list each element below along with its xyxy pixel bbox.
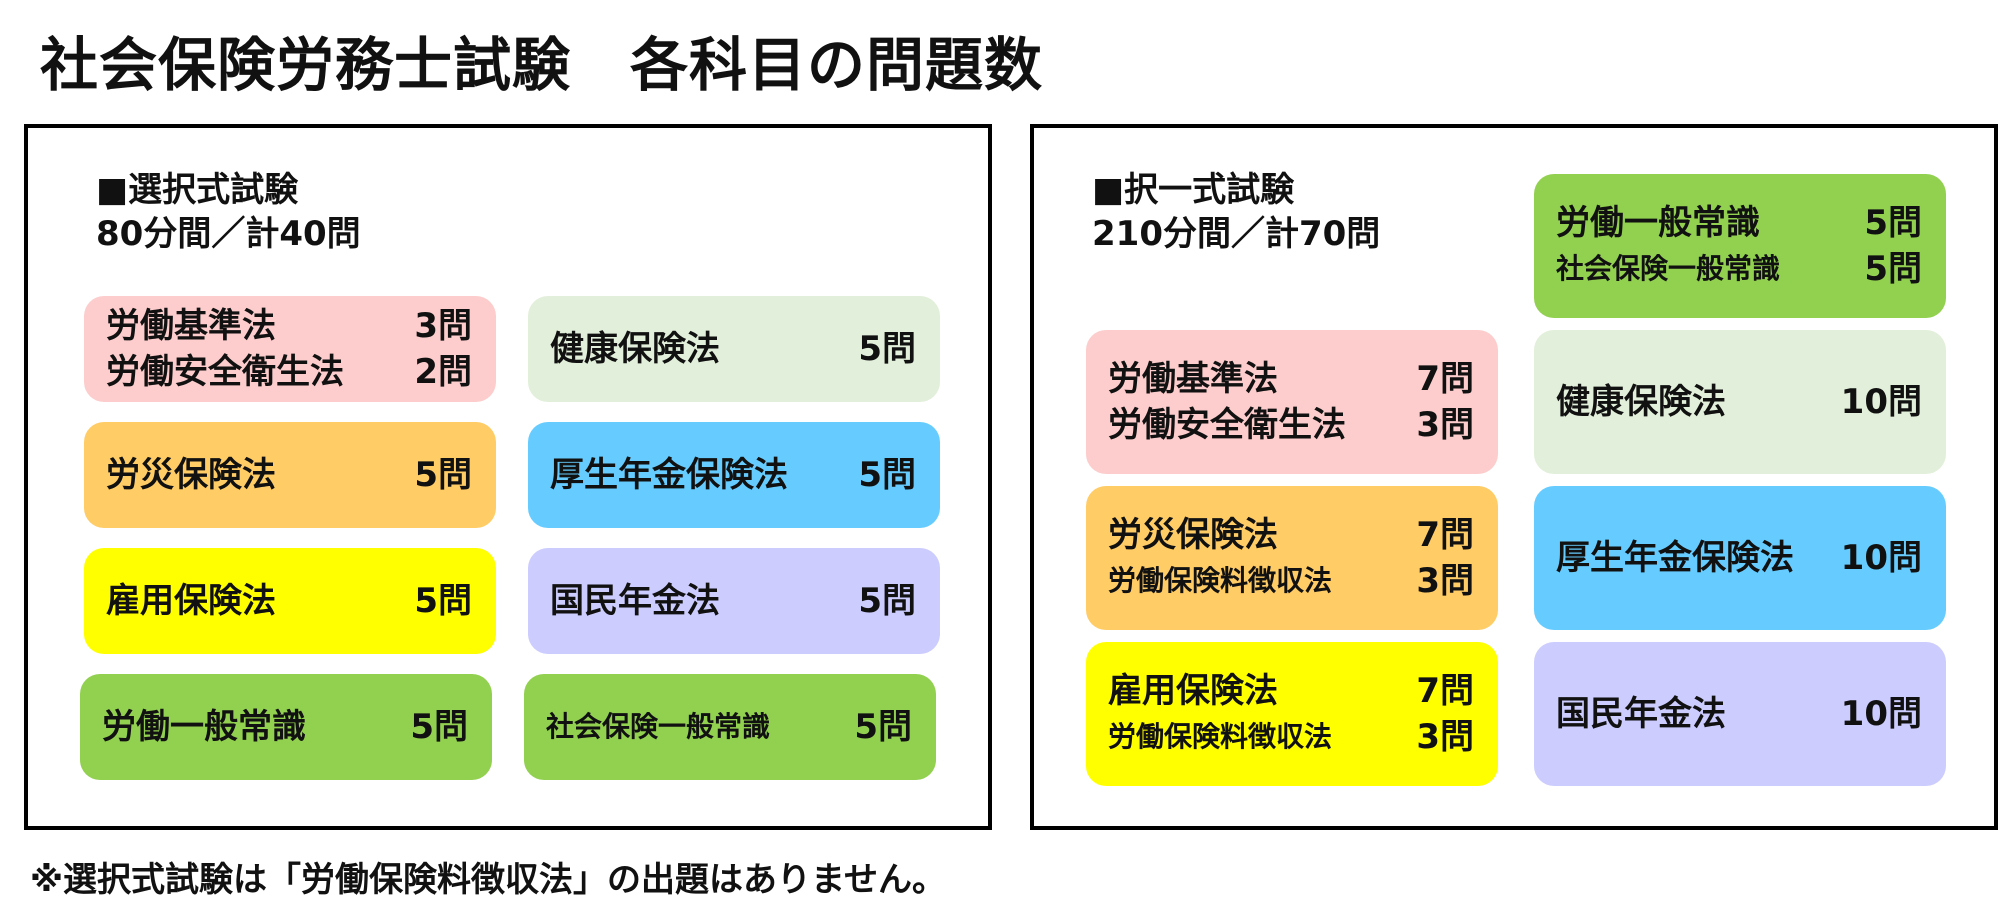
multiple-choice-box-health-insurance: 健康保険法 10問: [1534, 330, 1946, 474]
question-count: 5問: [1864, 249, 1922, 289]
question-count: 7問: [1416, 671, 1474, 711]
subject-label: 労働保険料徴収法: [1108, 564, 1333, 597]
subject-label: 国民年金法: [550, 581, 720, 621]
question-count: 5問: [858, 329, 916, 369]
selective-exam-time-total: 80分間／計40問: [96, 214, 361, 254]
subject-label: 雇用保険法: [106, 581, 276, 621]
selective-box-employee-pension: 厚生年金保険法 5問: [528, 422, 940, 528]
multiple-choice-box-workers-comp: 労災保険法 7問 労働保険料徴収法 3問: [1086, 486, 1498, 630]
multiple-choice-box-labor-standards: 労働基準法 7問 労働安全衛生法 3問: [1086, 330, 1498, 474]
subject-label: 社会保険一般常識: [546, 710, 771, 743]
question-count: 10問: [1840, 538, 1922, 578]
subject-label: 労災保険法: [106, 455, 276, 495]
subject-label: 国民年金法: [1556, 694, 1726, 734]
subject-label: 厚生年金保険法: [550, 455, 788, 495]
question-count: 7問: [1416, 515, 1474, 555]
selective-box-social-insurance-general: 社会保険一般常識 5問: [524, 674, 936, 780]
question-count: 5問: [1864, 203, 1922, 243]
subject-label: 労災保険法: [1108, 515, 1278, 555]
question-count: 5問: [854, 707, 912, 747]
selective-box-health-insurance: 健康保険法 5問: [528, 296, 940, 402]
subject-label: 社会保険一般常識: [1556, 252, 1781, 285]
question-count: 3問: [414, 306, 472, 346]
question-count: 3問: [1416, 405, 1474, 445]
selective-box-employment-insurance: 雇用保険法 5問: [84, 548, 496, 654]
question-count: 5問: [410, 707, 468, 747]
selective-exam-header: ■選択式試験 80分間／計40問: [96, 168, 361, 256]
multiple-choice-exam-panel: ■択一式試験 210分間／計70問 労働一般常識 5問 社会保険一般常識 5問 労働…: [1030, 124, 1998, 830]
selective-exam-heading: ■選択式試験: [96, 170, 299, 210]
question-count: 2問: [414, 352, 472, 392]
multiple-choice-exam-header: ■択一式試験 210分間／計70問: [1092, 168, 1380, 256]
subject-label: 労働一般常識: [102, 707, 306, 747]
multiple-choice-box-national-pension: 国民年金法 10問: [1534, 642, 1946, 786]
question-count: 5問: [414, 581, 472, 621]
multiple-choice-box-general-knowledge: 労働一般常識 5問 社会保険一般常識 5問: [1534, 174, 1946, 318]
multiple-choice-box-employee-pension: 厚生年金保険法 10問: [1534, 486, 1946, 630]
selective-box-labor-general: 労働一般常識 5問: [80, 674, 492, 780]
subject-label: 労働一般常識: [1556, 203, 1760, 243]
question-count: 5問: [858, 455, 916, 495]
subject-label: 雇用保険法: [1108, 671, 1278, 711]
subject-label: 労働保険料徴収法: [1108, 720, 1333, 753]
selective-exam-panel: ■選択式試験 80分間／計40問 労働基準法 3問 労働安全衛生法 2問 健康保険法…: [24, 124, 992, 830]
subject-label: 労働基準法: [1108, 359, 1278, 399]
subject-label: 健康保険法: [550, 329, 720, 369]
subject-label: 厚生年金保険法: [1556, 538, 1794, 578]
selective-box-national-pension: 国民年金法 5問: [528, 548, 940, 654]
subject-label: 労働安全衛生法: [1108, 405, 1346, 445]
question-count: 3問: [1416, 561, 1474, 601]
selective-box-workers-comp: 労災保険法 5問: [84, 422, 496, 528]
question-count: 10問: [1840, 694, 1922, 734]
question-count: 5問: [414, 455, 472, 495]
question-count: 5問: [858, 581, 916, 621]
subject-label: 健康保険法: [1556, 382, 1726, 422]
question-count: 3問: [1416, 717, 1474, 757]
selective-box-labor-standards: 労働基準法 3問 労働安全衛生法 2問: [84, 296, 496, 402]
page-title: 社会保険労務士試験 各科目の問題数: [40, 31, 1044, 99]
question-count: 10問: [1840, 382, 1922, 422]
footnote: ※選択式試験は「労働保険料徴収法」の出題はありません。: [30, 860, 947, 900]
question-count: 7問: [1416, 359, 1474, 399]
multiple-choice-exam-time-total: 210分間／計70問: [1092, 214, 1381, 254]
multiple-choice-exam-heading: ■択一式試験: [1092, 170, 1295, 210]
multiple-choice-box-employment-insurance: 雇用保険法 7問 労働保険料徴収法 3問: [1086, 642, 1498, 786]
subject-label: 労働基準法: [106, 306, 276, 346]
subject-label: 労働安全衛生法: [106, 352, 344, 392]
